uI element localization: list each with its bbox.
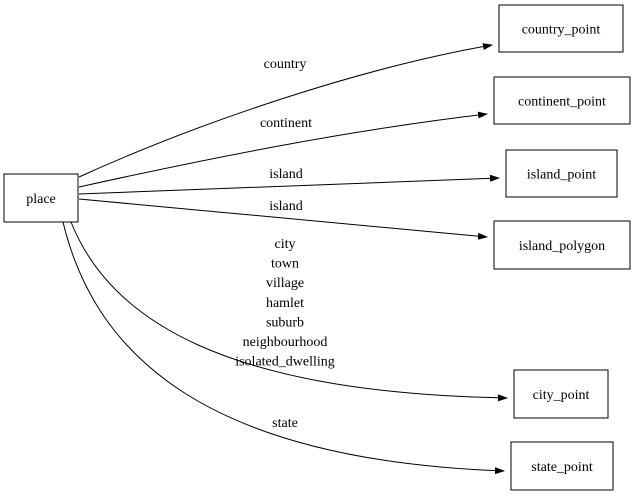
edge-place-to-state_point	[62, 221, 505, 475]
node-country_point	[498, 4, 624, 53]
edge-label-country_point-line-0: country	[264, 57, 307, 72]
edge-label-continent_point-line-0: continent	[260, 116, 312, 131]
node-island_point	[505, 149, 618, 198]
edge-place-to-island_polygon	[78, 198, 488, 240]
edge-label-city_point-line-5: neighbourhood	[243, 335, 328, 350]
nodes-layer: place country_point continent_point island_…	[3, 4, 631, 491]
node-label-country_point: country_point	[522, 23, 601, 38]
edge-label-city_point-line-6: isolated_dwelling	[235, 355, 335, 370]
edge-label-island_point-line-0: island	[269, 167, 302, 182]
edge-label-island_polygon-line-0: island	[269, 199, 302, 214]
node-label-city_point: city_point	[533, 388, 590, 403]
edge-place-to-country_point	[78, 43, 493, 178]
node-state_point	[510, 441, 614, 491]
edge-label-city_point-line-4: suburb	[266, 315, 304, 330]
edge-label-city_point-line-0: city	[275, 237, 296, 252]
edge-place-to-continent_point	[78, 111, 488, 188]
node-island_polygon	[493, 220, 631, 270]
node-place	[3, 173, 79, 223]
edge-label-city_point-line-3: hamlet	[266, 296, 304, 311]
edge-label-city_point-line-2: village	[266, 276, 304, 291]
edge-label-state_point-line-0: state	[272, 416, 298, 431]
node-continent_point	[493, 76, 631, 125]
node-label-place: place	[26, 192, 56, 207]
node-label-continent_point: continent_point	[518, 95, 606, 110]
node-label-island_point: island_point	[527, 168, 596, 183]
edge-labels-layer: country continent island island city town vill…	[235, 57, 335, 431]
node-label-state_point: state_point	[531, 460, 593, 475]
edge-place-to-city_point	[70, 221, 508, 402]
edge-label-city_point-line-1: town	[271, 257, 299, 272]
node-city_point	[513, 369, 609, 419]
node-label-island_polygon: island_polygon	[519, 239, 605, 254]
